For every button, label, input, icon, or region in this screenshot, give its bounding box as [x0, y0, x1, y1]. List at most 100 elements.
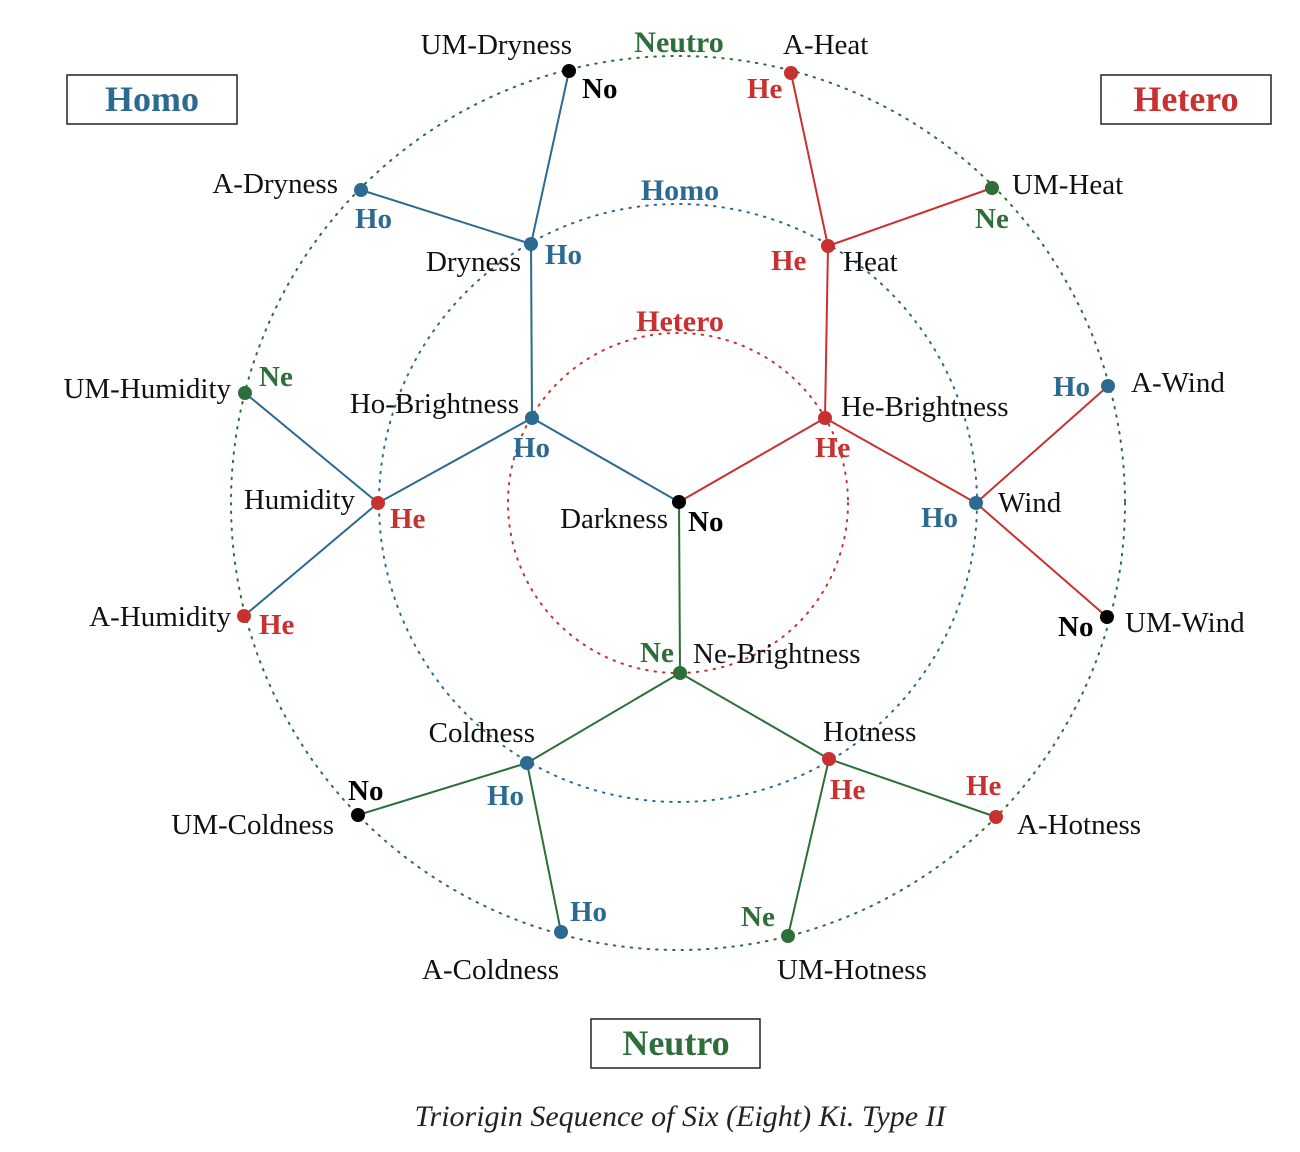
homo-box-label: Homo — [105, 79, 199, 119]
node-dot — [985, 181, 999, 195]
node-tag: He — [747, 73, 783, 105]
node-tag: No — [582, 73, 617, 105]
node-ne-brightness: Ne-Brightness Ne — [640, 637, 861, 680]
node-tag: Ho — [545, 239, 582, 271]
node-tag: Ho — [355, 203, 392, 235]
edge-wind-a_wind — [975, 385, 1109, 504]
edge-hotness-a_hotness — [828, 758, 997, 818]
edge-dryness-um_dryness — [530, 70, 570, 245]
node-tag: Ho — [1053, 371, 1090, 403]
edge-hotness-um_hotness — [787, 758, 830, 937]
edge-humidity-a_humidity — [243, 502, 379, 617]
node-label: Humidity — [244, 484, 356, 516]
node-label: Wind — [998, 487, 1062, 519]
node-tag: Ne — [975, 203, 1009, 235]
node-label: Ne-Brightness — [693, 638, 861, 670]
node-dot — [784, 66, 798, 80]
outer-ring — [230, 55, 1126, 951]
node-label: Darkness — [560, 503, 668, 535]
node-label: UM-Heat — [1012, 169, 1123, 201]
node-tag: Ho — [921, 502, 958, 534]
node-a-coldness: A-Coldness Ho — [422, 896, 607, 986]
node-dot — [821, 239, 835, 253]
node-dot — [989, 810, 1003, 824]
node-dot — [781, 929, 795, 943]
node-dot — [371, 496, 385, 510]
node-dot — [969, 496, 983, 510]
node-label: Coldness — [429, 717, 535, 749]
node-dot — [524, 237, 538, 251]
edge-wind-um_wind — [975, 502, 1108, 618]
edge-coldness-um_coldness — [357, 762, 528, 816]
edge-heat-um_heat — [827, 187, 993, 247]
node-dot — [1100, 610, 1114, 624]
node-tag: Ne — [741, 901, 775, 933]
edge-darkness-ho_brightness — [531, 417, 680, 503]
node-dot — [1101, 379, 1115, 393]
node-tag: He — [259, 609, 295, 641]
node-wind: Wind Ho — [921, 487, 1062, 534]
node-label: UM-Dryness — [421, 29, 572, 61]
edge-darkness-ne_brightness — [678, 501, 681, 674]
node-dot — [818, 411, 832, 425]
edges — [243, 70, 1109, 937]
node-tag: Ne — [640, 637, 674, 669]
node-a-hotness: A-Hotness He — [966, 770, 1141, 841]
edge-ne_brightness-hotness — [679, 672, 830, 760]
edge-ho_brightness-humidity — [377, 417, 533, 504]
edge-dryness-a_dryness — [360, 189, 532, 245]
node-a-humidity: A-Humidity He — [89, 601, 294, 641]
node-tag: Ne — [259, 361, 293, 393]
caption: Triorigin Sequence of Six (Eight) Ki. Ty… — [414, 1100, 947, 1133]
hetero-box-label: Hetero — [1133, 79, 1238, 119]
node-tag: Ho — [570, 896, 607, 928]
node-label: UM-Humidity — [63, 373, 231, 405]
node-dot — [351, 808, 365, 822]
edge-heat-a_heat — [790, 72, 829, 247]
node-label: He-Brightness — [841, 391, 1009, 423]
edge-he_brightness-wind — [824, 417, 977, 504]
node-dot — [673, 666, 687, 680]
edge-humidity-um_humidity — [244, 392, 379, 504]
node-dot — [562, 64, 576, 78]
node-label: Hotness — [823, 716, 916, 748]
node-tag: He — [390, 503, 426, 535]
node-label: A-Heat — [783, 29, 868, 61]
node-um-humidity: UM-Humidity Ne — [63, 361, 293, 405]
node-dot — [672, 495, 686, 509]
inner-ring-label: Hetero — [636, 305, 724, 338]
node-heat: Heat He — [771, 239, 898, 278]
edge-he_brightness-heat — [824, 245, 829, 419]
middle-ring-label: Homo — [641, 174, 719, 207]
hetero-box: Hetero — [1100, 74, 1272, 125]
node-label: Heat — [843, 246, 898, 278]
node-tag: He — [966, 770, 1002, 802]
inner-ring — [507, 332, 849, 674]
node-tag: No — [1058, 611, 1093, 643]
node-label: A-Hotness — [1017, 809, 1141, 841]
node-tag: He — [771, 245, 807, 277]
edge-darkness-he_brightness — [678, 417, 826, 503]
node-tag: He — [815, 432, 851, 464]
node-dot — [822, 752, 836, 766]
node-label: A-Coldness — [422, 954, 559, 986]
node-dot — [354, 183, 368, 197]
node-dot — [525, 411, 539, 425]
node-label: A-Humidity — [89, 601, 231, 633]
neutro-box: Neutro — [590, 1018, 761, 1069]
neutro-box-label: Neutro — [622, 1023, 729, 1063]
